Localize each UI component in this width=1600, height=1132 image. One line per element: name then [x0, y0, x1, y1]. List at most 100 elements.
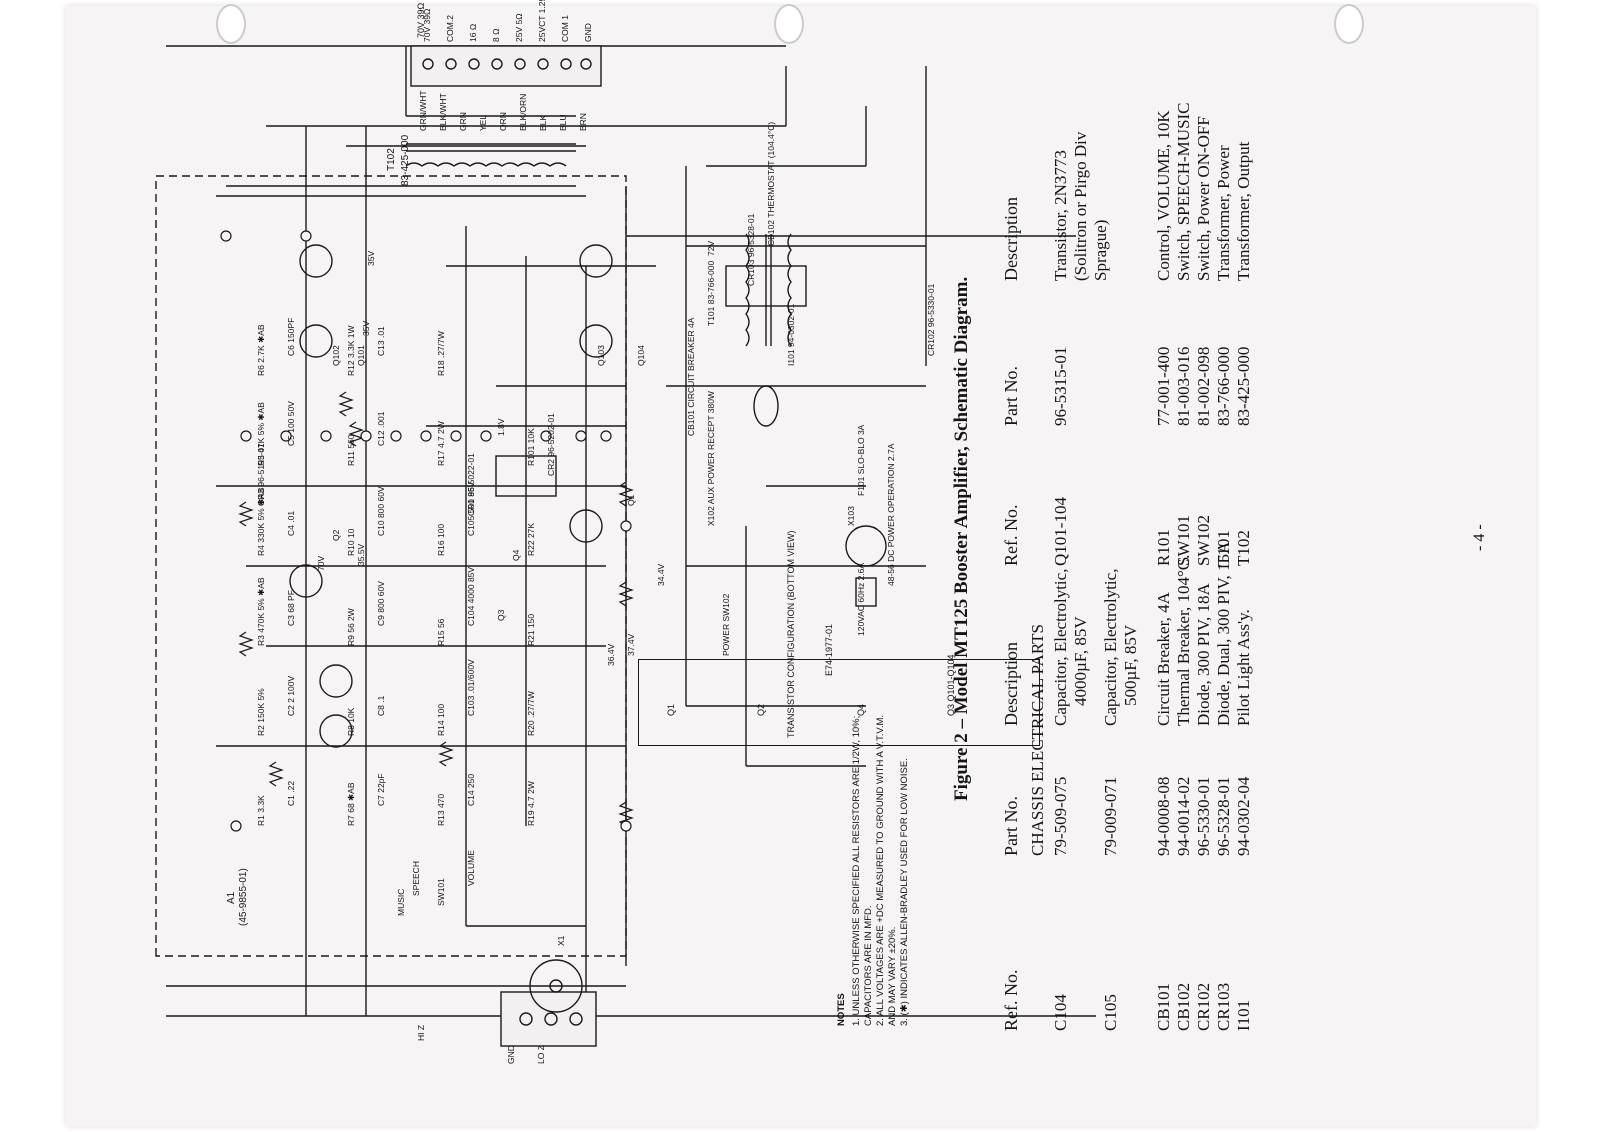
- table-row-desc-cont: 500µF, 85V: [1121, 624, 1140, 706]
- capacitor-label: C2 2 100V: [286, 675, 296, 716]
- power-section-label: CB102 THERMOSTAT (104.4°C): [766, 121, 776, 246]
- punch-hole: [774, 4, 804, 44]
- table-row-ref: SW102: [1194, 515, 1213, 566]
- table-row-part: 79-009-071: [1101, 776, 1120, 856]
- table-row-ref: T102: [1234, 530, 1253, 566]
- transistor-label: Q103: [596, 345, 606, 366]
- transistor-label: Q1: [626, 494, 636, 506]
- capacitor-label: C1 .22: [286, 780, 296, 806]
- tc-label: Q1: [666, 703, 676, 716]
- note-item: 2. ALL VOLTAGES ARE +DC MEASURED TO GROU…: [875, 714, 898, 1026]
- transistor-label: Q4: [511, 549, 521, 561]
- table-row-ref: Q101-104: [1051, 497, 1070, 566]
- page-number: - 4 -: [1471, 524, 1488, 551]
- transistor-config-box: [638, 659, 1040, 746]
- table-row-part: 81-002-098: [1194, 346, 1213, 426]
- table-row-desc: Pilot Light Ass'y.: [1234, 609, 1253, 726]
- capacitor-label: C4 .01: [286, 510, 296, 536]
- transistor-label: Q101: [356, 345, 366, 366]
- table-row-desc: Switch, SPEECH-MUSIC: [1174, 102, 1193, 281]
- voltage-label: 36.4V: [606, 643, 616, 666]
- component-labels: [66, 6, 1536, 1126]
- switch-label: SW101: [436, 878, 446, 906]
- col-header-part: Part No.: [1001, 796, 1021, 856]
- capacitor-label: C13 .01: [376, 326, 386, 356]
- resistor-label: R1 3.3K: [256, 795, 266, 826]
- table-row-part: 96-5330-01: [1194, 776, 1213, 856]
- transistor-label: Q2: [331, 529, 341, 541]
- figure-caption: Figure 2 – Model MT125 Booster Amplifier…: [951, 276, 972, 801]
- col-header-ref: Ref. No.: [1001, 969, 1021, 1032]
- switch-label: POWER SW102: [721, 593, 731, 656]
- wire-color-label: GRN/WHT: [418, 90, 428, 131]
- table-row-ref: I101: [1234, 999, 1253, 1031]
- table-row-desc: Transformer, Output: [1234, 141, 1253, 281]
- resistor-label: R22 27K: [526, 522, 536, 556]
- capacitor-label: C6 150PF: [286, 317, 296, 356]
- input-label: X1: [556, 935, 566, 946]
- output-tap-label: COM.2: [445, 15, 455, 42]
- punch-hole: [216, 4, 246, 44]
- capacitor-label: C103 .01/600V: [466, 659, 476, 716]
- output-tap-label: 16 Ω: [468, 23, 478, 42]
- capacitor-label: C7 22pF: [376, 773, 386, 806]
- table-row-desc: Switch, Power ON-OFF: [1194, 116, 1213, 281]
- voltage-label: 35V: [361, 320, 371, 336]
- voltage-label: 1.8V: [496, 418, 506, 437]
- output-tap-label: 70V 39Ω: [422, 8, 432, 42]
- wire-color-label: BRN: [578, 113, 588, 131]
- diode-label: CR3 96-5193-01: [256, 443, 266, 506]
- table-row-desc-cont: (Solitron or Pirgo Div: [1071, 131, 1090, 281]
- diode-label: CR2 96-5202-01: [546, 413, 556, 476]
- table-row-desc-cont: 4000µF, 85V: [1071, 616, 1090, 706]
- resistor-label: R3 470K 5% ✱AB: [256, 577, 266, 646]
- table-row-desc: Circuit Breaker, 4A: [1154, 592, 1173, 726]
- output-tap-label: 8 Ω: [491, 28, 501, 42]
- power-section-label: T101 83-766-000: [706, 260, 716, 326]
- switch-label: SPEECH: [411, 861, 421, 896]
- capacitor-label: C10 800 60V: [376, 486, 386, 536]
- capacitor-label: C5 100 50V: [286, 401, 296, 446]
- notes-title: NOTES: [836, 993, 847, 1026]
- capacitor-label: C12 .001: [376, 411, 386, 447]
- note-item: 1. UNLESS OTHERWISE SPECIFIED ALL RESIST…: [851, 715, 874, 1026]
- resistor-label: R8 10K: [346, 707, 356, 736]
- table-row-ref: C105: [1101, 994, 1120, 1031]
- switch-label: MUSIC: [396, 888, 406, 916]
- input-label: GND: [506, 1045, 516, 1064]
- table-row-part: 96-5315-01: [1051, 346, 1070, 426]
- resistor-label: R7 68 ✱AB: [346, 782, 356, 826]
- table-row-desc: Diode, Dual, 300 PIV, 15A: [1214, 541, 1233, 726]
- schematic-diagram: [155, 45, 1096, 1047]
- table-row-part: 94-0008-08: [1154, 776, 1173, 856]
- voltage-label: 72V: [706, 240, 716, 256]
- table-row-ref: CR103: [1214, 982, 1233, 1031]
- capacitor-label: C14 250: [466, 773, 476, 806]
- output-tap-label: 25V 5Ω: [514, 13, 524, 42]
- wire-color-label: GRN: [458, 112, 468, 131]
- table-row-part: 94-0014-02: [1174, 776, 1193, 856]
- resistor-label: R6 2.7K ✱AB: [256, 324, 266, 376]
- tc-label: Q4: [856, 703, 866, 716]
- table-row-desc: Capacitor, Electrolytic,: [1051, 568, 1070, 726]
- resistor-label: R16 100: [436, 523, 446, 556]
- table-row-desc: Diode, 300 PIV, 18A: [1194, 583, 1213, 726]
- rotated-content: A1 (45-9855-01) T102 83-425-000 70V 39Ω …: [66, 0, 1536, 1126]
- note-item: 3. (✱) INDICATES ALLEN-BRADLEY USED FOR …: [899, 758, 910, 1026]
- power-section-label: 120VAC 60Hz 2.6A: [856, 562, 866, 636]
- table-row-desc: Transistor, 2N3773: [1051, 150, 1070, 281]
- table-row-desc: Thermal Breaker, 104°C.: [1174, 554, 1193, 726]
- wire-color-label: ORN: [498, 112, 508, 131]
- diode-label: CR1 96-5022-01: [466, 453, 476, 516]
- wire-color-label: YEL: [478, 114, 488, 131]
- table-row-ref: T101: [1214, 530, 1233, 566]
- col-header-part: Part No.: [1001, 366, 1021, 426]
- table-row-part: 83-766-000: [1214, 346, 1233, 426]
- resistor-label: R19 4.7 2W: [526, 781, 536, 826]
- output-tap-label: 25VCT 1.25Ω: [537, 0, 547, 42]
- tc-label: Q2: [756, 703, 766, 716]
- voltage-label: 35.5V: [356, 543, 366, 566]
- col-header-desc: Description: [1001, 197, 1021, 281]
- diode-label: CR102 96-5330-01: [926, 283, 936, 356]
- wire-color-label: BLU: [558, 114, 568, 131]
